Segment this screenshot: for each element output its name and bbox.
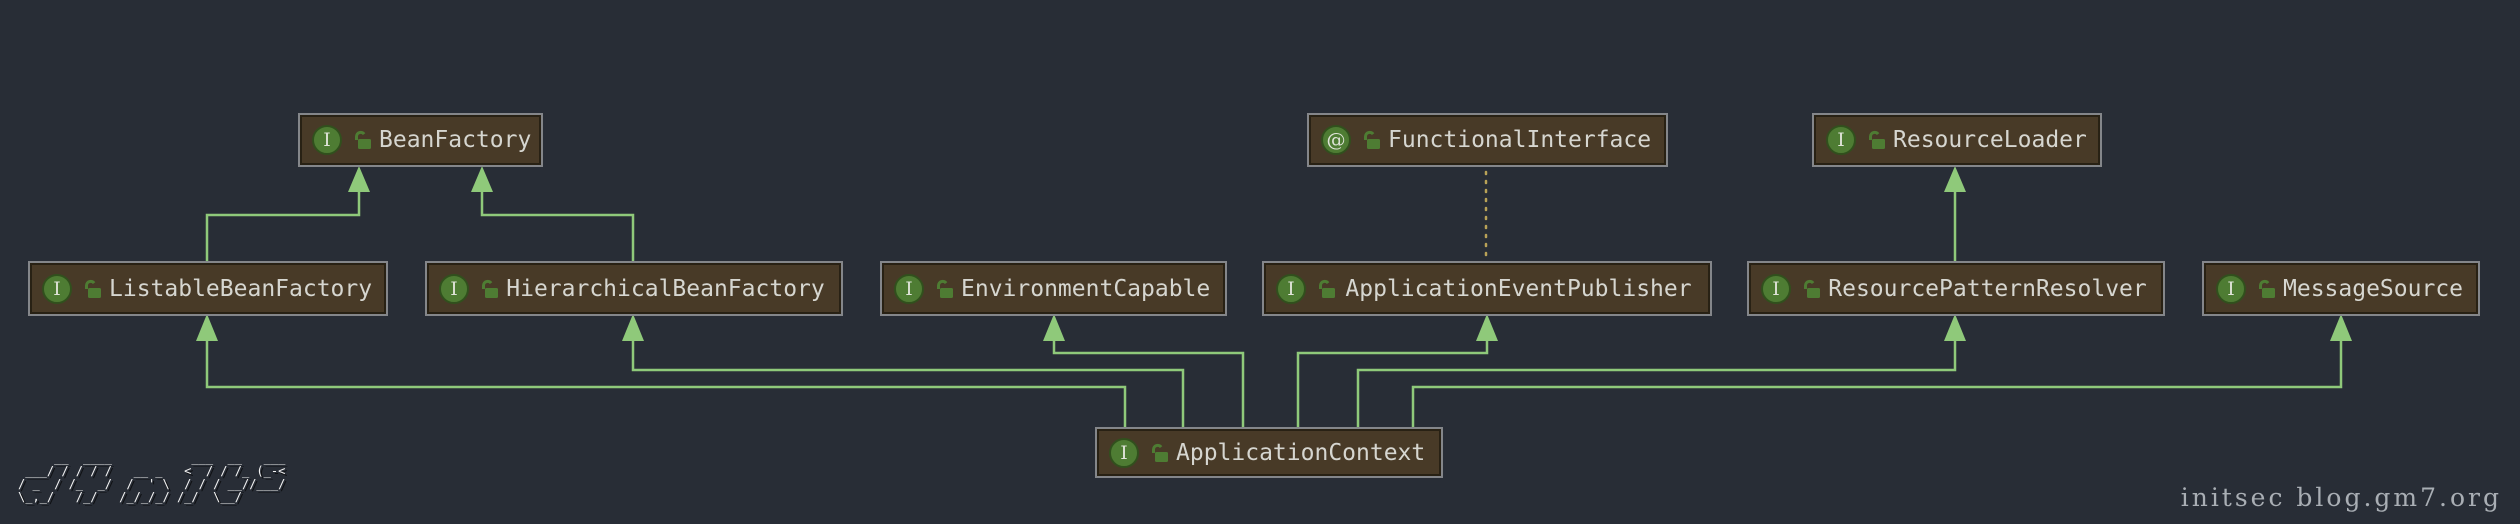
- node-application-event-publisher[interactable]: I ApplicationEventPublisher: [1262, 261, 1712, 316]
- arrowhead-icon: [471, 166, 493, 192]
- interface-icon: I: [894, 273, 924, 304]
- edge-listablebeanfactory-beanfactory: [205, 191, 361, 262]
- node-label: EnvironmentCapable: [961, 275, 1211, 302]
- edge-applicationcontext-listablebeanfactory: [205, 340, 1127, 428]
- watermark-ascii-logo: __ ____ ___ __ ___ ___/ / / / / __ _ < /…: [18, 451, 286, 504]
- unlocked-icon: [1804, 279, 1820, 298]
- node-resource-loader[interactable]: I ResourceLoader: [1812, 113, 2102, 167]
- arrowhead-icon: [1944, 166, 1966, 192]
- arrowhead-icon: [1043, 314, 1065, 341]
- edge-applicationcontext-resourcepatternresolver: [1356, 340, 1957, 428]
- node-label: HierarchicalBeanFactory: [506, 275, 825, 302]
- edge-arrowheads: [196, 166, 2352, 341]
- arrowhead-icon: [1944, 314, 1966, 341]
- unlocked-icon: [1869, 130, 1885, 149]
- node-label: ResourcePatternResolver: [1828, 275, 2147, 302]
- arrowhead-icon: [196, 314, 218, 341]
- edge-applicationcontext-hierarchicalbeanfactory: [631, 340, 1185, 428]
- unlocked-icon: [85, 279, 101, 298]
- node-message-source[interactable]: I MessageSource: [2202, 261, 2480, 316]
- interface-icon: I: [1109, 437, 1139, 468]
- node-label: ApplicationEventPublisher: [1345, 275, 1692, 302]
- credit-text: initsec blog.gm7.org: [2180, 483, 2502, 512]
- interface-icon: I: [2216, 273, 2246, 304]
- node-bean-factory[interactable]: I BeanFactory: [298, 113, 543, 167]
- unlocked-icon: [482, 279, 498, 298]
- node-label: ListableBeanFactory: [109, 275, 373, 302]
- edge-lines: [205, 191, 2343, 428]
- node-listable-bean-factory[interactable]: I ListableBeanFactory: [28, 261, 388, 316]
- arrowhead-icon: [2330, 314, 2352, 341]
- node-functional-interface[interactable]: @ FunctionalInterface: [1307, 113, 1668, 167]
- node-label: FunctionalInterface: [1388, 127, 1652, 153]
- edge-applicationcontext-environmentcapable: [1052, 340, 1245, 428]
- unlocked-icon: [937, 279, 953, 298]
- interface-icon: I: [312, 125, 342, 155]
- node-resource-pattern-resolver[interactable]: I ResourcePatternResolver: [1747, 261, 2165, 316]
- unlocked-icon: [355, 130, 371, 149]
- node-label: ResourceLoader: [1893, 127, 2087, 153]
- node-label: MessageSource: [2283, 275, 2464, 302]
- node-application-context[interactable]: I ApplicationContext: [1095, 427, 1443, 478]
- node-hierarchical-bean-factory[interactable]: I HierarchicalBeanFactory: [425, 261, 843, 316]
- unlocked-icon: [1364, 130, 1380, 149]
- unlocked-icon: [2259, 279, 2275, 298]
- edge-hierarchicalbeanfactory-beanfactory: [480, 191, 635, 262]
- interface-icon: I: [1826, 125, 1856, 155]
- interface-icon: I: [439, 273, 469, 304]
- node-label: BeanFactory: [379, 127, 532, 153]
- interface-icon: I: [1761, 273, 1791, 304]
- edge-applicationcontext-applicationeventpublisher: [1296, 340, 1489, 428]
- unlocked-icon: [1152, 443, 1168, 462]
- node-label: ApplicationContext: [1176, 439, 1426, 466]
- arrowhead-icon: [1476, 314, 1498, 341]
- interface-icon: I: [1276, 273, 1306, 304]
- node-environment-capable[interactable]: I EnvironmentCapable: [880, 261, 1227, 316]
- arrowhead-icon: [622, 314, 644, 341]
- unlocked-icon: [1319, 279, 1335, 298]
- edge-applicationcontext-messagesource: [1411, 340, 2343, 428]
- annotation-icon: @: [1321, 125, 1351, 155]
- interface-icon: I: [42, 273, 72, 304]
- arrowhead-icon: [348, 166, 370, 192]
